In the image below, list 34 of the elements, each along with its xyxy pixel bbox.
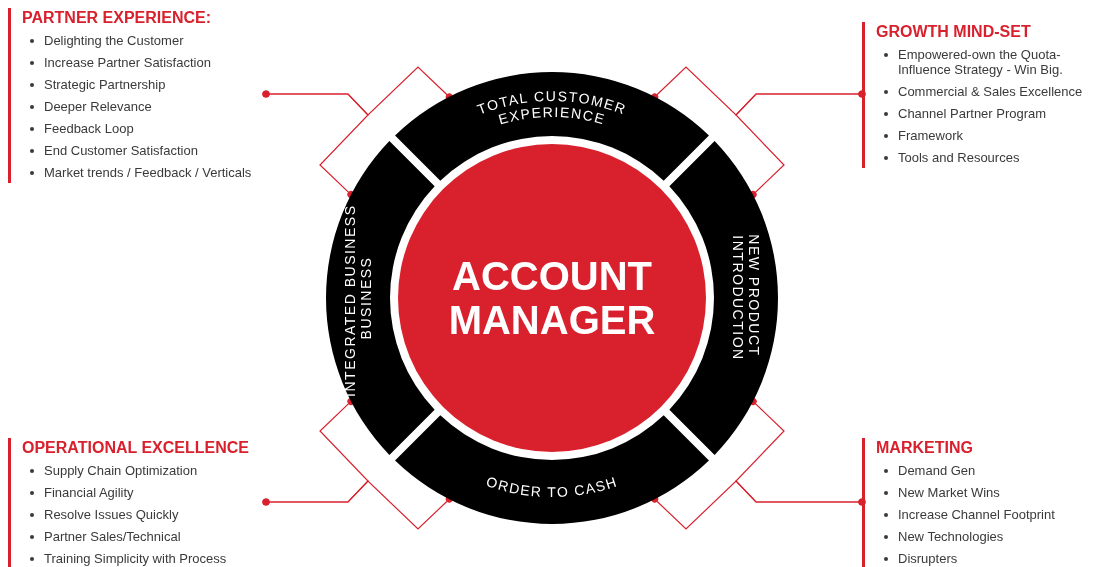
- hub-title: ACCOUNT MANAGER: [447, 254, 657, 342]
- bullet-item: Feedback Loop: [44, 120, 134, 136]
- bullet-item: Financial Agility: [44, 484, 134, 500]
- bullet-item: Strategic Partnership: [44, 76, 166, 92]
- bullet-item: Framework: [898, 127, 963, 143]
- section-heading: GROWTH MIND-SET: [876, 22, 1032, 42]
- bullet-item: New Market Wins: [898, 484, 1000, 500]
- bullet-item: Delighting the Customer: [44, 32, 184, 48]
- bullet-item: Market trends / Feedback / Verticals: [44, 164, 252, 180]
- bullet-item: Increase Partner Satisfaction: [44, 54, 211, 70]
- bullet-item: Increase Channel Footprint: [898, 506, 1055, 522]
- connector-line: [735, 397, 866, 506]
- connector-line: [262, 66, 453, 116]
- bullet-item: Demand Gen: [898, 462, 976, 478]
- bullet-item: Deeper Relevance: [44, 98, 152, 114]
- segment-label: ORDER TO CASH: [484, 473, 620, 500]
- bullet-item: Resolve Issues Quickly: [44, 506, 179, 522]
- bullet-item: Empowered-own the Quota- Influence Strategy - Win Big.: [898, 46, 1064, 77]
- bullet-item: Channel Partner Program: [898, 105, 1047, 121]
- connector-line: [651, 66, 866, 116]
- bullet-item: Commercial & Sales Excellence: [898, 83, 1083, 99]
- bullet-item: Training Simplicity with Process: [44, 550, 227, 566]
- segment-label: NEW PRODUCT INTRODUCTION: [730, 234, 762, 361]
- bullet-item: New Technologies: [898, 528, 1004, 544]
- section-heading: MARKETING: [876, 438, 974, 458]
- bullet-item: Tools and Resources: [898, 149, 1020, 165]
- section-heading: PARTNER EXPERIENCE:: [22, 8, 213, 28]
- segment-label: INTEGRATED BUSINESS BUSINESS: [342, 204, 374, 397]
- connector-line: [262, 397, 369, 506]
- bullet-item: Partner Sales/Technical: [44, 528, 181, 544]
- bullet-item: End Customer Satisfaction: [44, 142, 198, 158]
- bullet-item: Disrupters: [898, 550, 958, 566]
- bullet-item: Supply Chain Optimization: [44, 462, 198, 478]
- section-heading: OPERATIONAL EXCELLENCE: [22, 438, 250, 458]
